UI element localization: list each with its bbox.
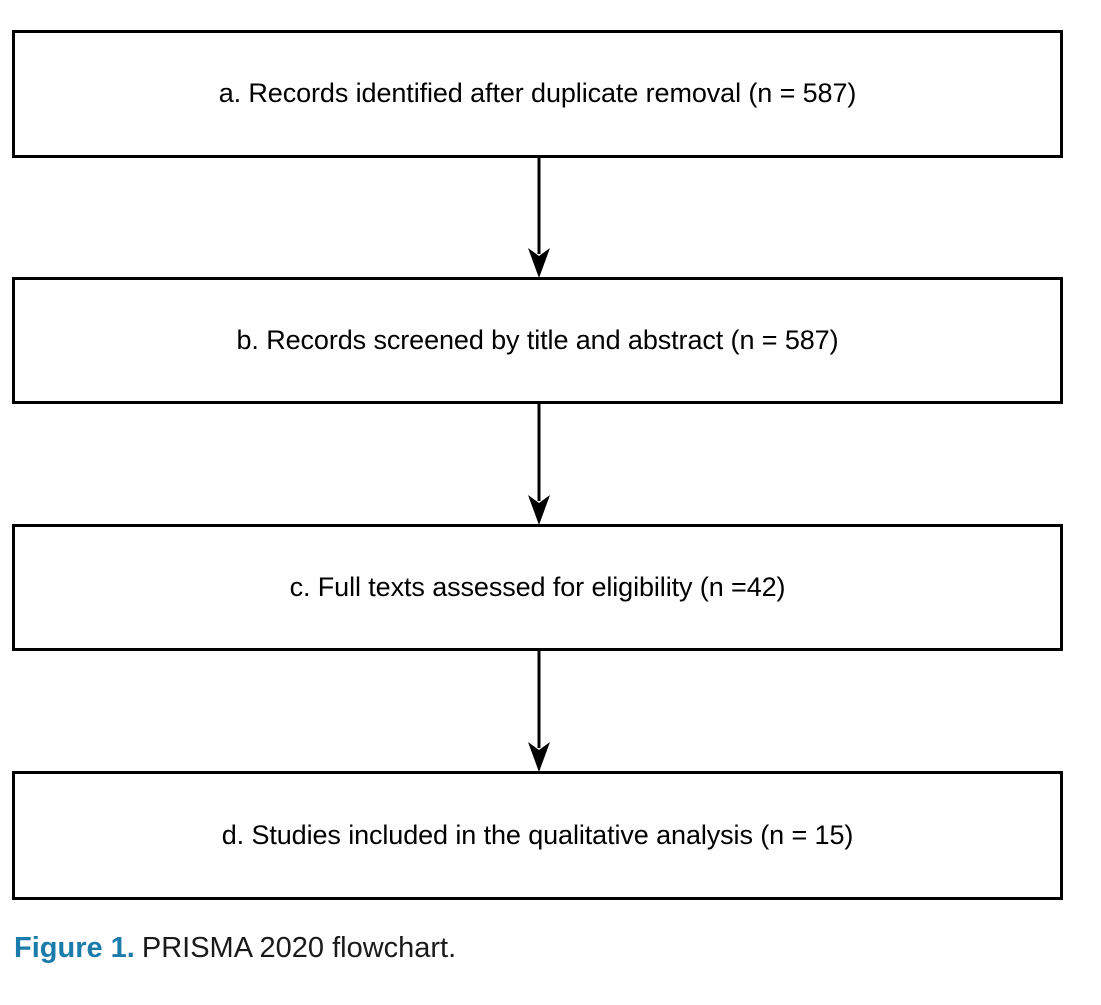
down-arrow-icon bbox=[528, 742, 550, 772]
connector-b-to-c bbox=[523, 404, 555, 525]
connector-c-to-d bbox=[523, 651, 555, 772]
flow-box-a: a. Records identified after duplicate re… bbox=[12, 30, 1063, 158]
figure-caption-text: PRISMA 2020 flowchart. bbox=[141, 932, 457, 964]
flow-box-d: d. Studies included in the qualitative a… bbox=[12, 771, 1063, 900]
flow-box-b-label: b. Records screened by title and abstrac… bbox=[236, 324, 839, 355]
connector-a-to-b bbox=[523, 158, 555, 278]
down-arrow-icon bbox=[528, 248, 550, 278]
flow-box-a-label: a. Records identified after duplicate re… bbox=[218, 78, 857, 109]
flow-box-b: b. Records screened by title and abstrac… bbox=[12, 277, 1063, 404]
flow-box-c: c. Full texts assessed for eligibility (… bbox=[12, 524, 1063, 651]
down-arrow-icon bbox=[528, 495, 550, 525]
figure-caption: Figure 1.PRISMA 2020 flowchart. bbox=[14, 928, 1084, 968]
flow-box-d-label: d. Studies included in the qualitative a… bbox=[221, 819, 854, 850]
flow-box-c-label: c. Full texts assessed for eligibility (… bbox=[289, 571, 786, 602]
figure-caption-label: Figure 1. bbox=[14, 932, 135, 964]
